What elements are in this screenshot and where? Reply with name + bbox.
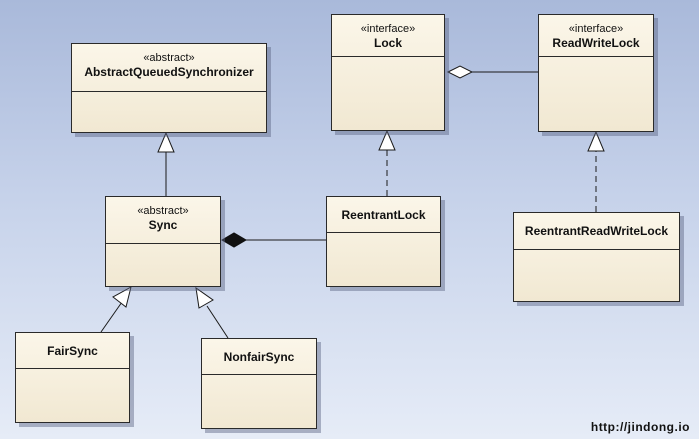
aggregation-diamond <box>446 65 474 79</box>
class-name: ReadWriteLock <box>552 36 640 50</box>
class-sync[interactable]: «abstract» Sync <box>105 196 221 287</box>
reentrantlock-to-lock-arrowhead <box>378 129 396 151</box>
nonfairsync-to-sync-line <box>206 305 229 339</box>
class-name: Sync <box>148 218 178 232</box>
rrwl-to-rwlock-arrowhead <box>587 130 605 152</box>
class-reentrant-read-write-lock[interactable]: ReentrantReadWriteLock <box>513 212 680 302</box>
class-header: «abstract» AbstractQueuedSynchronizer <box>72 44 266 92</box>
class-header: ReentrantLock <box>327 197 440 233</box>
class-read-write-lock[interactable]: «interface» ReadWriteLock <box>538 14 654 132</box>
fairsync-to-sync-arrowhead <box>112 286 132 308</box>
stereotype-label: «abstract» <box>137 205 189 217</box>
footer-url: http://jindong.io <box>590 420 690 434</box>
stereotype-label: «interface» <box>360 23 416 35</box>
class-reentrant-lock[interactable]: ReentrantLock <box>326 196 441 287</box>
class-name: Lock <box>373 36 402 50</box>
class-nonfair-sync[interactable]: NonfairSync <box>201 338 317 429</box>
class-name: ReentrantLock <box>341 208 426 222</box>
class-name: NonfairSync <box>223 350 295 364</box>
sync-to-aqs-arrowhead <box>157 131 175 153</box>
nonfairsync-to-sync-arrowhead <box>195 286 214 309</box>
fairsync-to-sync-line <box>100 301 123 333</box>
class-abstract-queued-synchronizer[interactable]: «abstract» AbstractQueuedSynchronizer <box>71 43 267 133</box>
class-name: ReentrantReadWriteLock <box>524 224 669 238</box>
class-header: FairSync <box>16 333 129 369</box>
class-name: FairSync <box>47 344 98 358</box>
stereotype-label: «abstract» <box>143 52 195 64</box>
class-fair-sync[interactable]: FairSync <box>15 332 130 423</box>
composition-diamond <box>221 232 247 248</box>
class-header: «abstract» Sync <box>106 197 220 244</box>
class-lock[interactable]: «interface» Lock <box>331 14 445 131</box>
stereotype-label: «interface» <box>568 23 624 35</box>
class-header: «interface» Lock <box>332 15 444 57</box>
class-header: «interface» ReadWriteLock <box>539 15 653 57</box>
class-header: ReentrantReadWriteLock <box>514 213 679 250</box>
class-header: NonfairSync <box>202 339 316 375</box>
class-name: AbstractQueuedSynchronizer <box>84 65 254 79</box>
